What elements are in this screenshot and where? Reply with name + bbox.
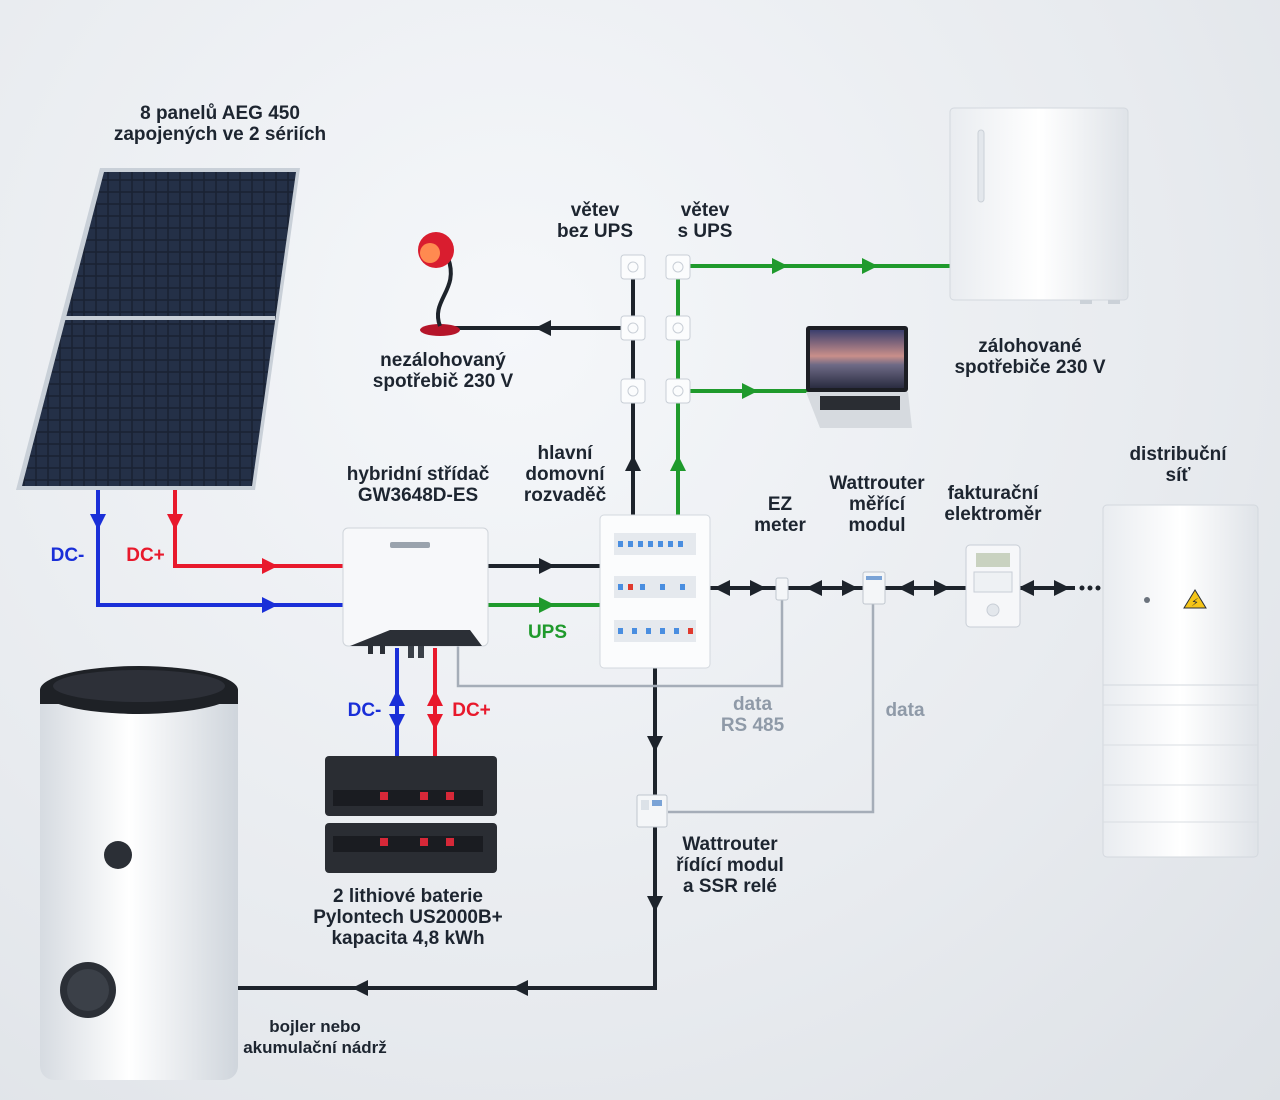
wattrouter-control-icon [636, 794, 668, 828]
grid-cabinet-icon: ⚡ [1102, 504, 1259, 858]
arrow-bat-plus-up [427, 690, 443, 706]
arrow-grid-6 [934, 580, 950, 596]
ac-cable-boiler [238, 668, 657, 990]
dot-1 [1079, 585, 1085, 591]
data-label: data [885, 700, 925, 721]
arrow-dc-minus [262, 597, 278, 613]
socket-icon [620, 254, 646, 280]
distribution-board-icon [599, 514, 711, 669]
ups-label: UPS [527, 622, 568, 643]
socket-icon [620, 315, 646, 341]
arrow-dc-minus-panel [90, 514, 106, 530]
dc-plus-top-label: DC+ [126, 545, 165, 566]
cables [96, 264, 1075, 990]
arrow-dc-plus [262, 558, 278, 574]
arrows [90, 258, 1101, 996]
wattrouter-meter-icon [862, 571, 886, 605]
arrow-boiler-1 [512, 980, 528, 996]
warning-icon [1183, 589, 1207, 609]
inverter-icon [342, 527, 489, 658]
sockets [620, 254, 691, 404]
arrow-fridge-2 [862, 258, 878, 274]
billing-meter-icon [965, 544, 1021, 628]
arrow-ac-inv [539, 558, 555, 574]
arrow-bat-minus-down [389, 714, 405, 730]
data-rs485-line [456, 596, 784, 688]
arrow-grid-2 [750, 580, 766, 596]
arrow-ups-inv [539, 597, 555, 613]
arrow-down-1 [647, 736, 663, 752]
arrow-grid-8 [1054, 580, 1070, 596]
socket-icon [665, 254, 691, 280]
dc-plus-bottom-label: DC+ [452, 700, 491, 721]
arrow-grid-3 [806, 580, 822, 596]
dot-2 [1087, 585, 1093, 591]
arrow-bat-plus-down [427, 714, 443, 730]
dc-minus-top-label: DC- [50, 545, 85, 566]
battery-icon [325, 756, 497, 873]
lamp-icon [418, 232, 460, 336]
arrow-up-no-ups [625, 455, 641, 471]
dc-plus-cable-panel [173, 488, 343, 568]
arrow-unbacked [535, 320, 551, 336]
arrow-grid-7 [1018, 580, 1034, 596]
socket-icon [620, 378, 646, 404]
svg-text:⚡: ⚡ [1191, 596, 1199, 609]
arrow-grid-1 [714, 580, 730, 596]
laptop-icon [806, 326, 912, 428]
arrow-boiler-2 [352, 980, 368, 996]
arrow-dc-plus-panel [167, 514, 183, 530]
socket-icon [665, 315, 691, 341]
arrow-up-ups [670, 455, 686, 471]
arrow-down-2 [647, 896, 663, 912]
arrow-laptop [742, 383, 758, 399]
dc-minus-bottom-label: DC- [347, 700, 382, 721]
fridge-icon [949, 107, 1129, 304]
arrow-grid-5 [898, 580, 914, 596]
arrow-grid-4 [842, 580, 858, 596]
data-line [668, 600, 875, 814]
dot-3 [1095, 585, 1101, 591]
ez-meter-icon [775, 577, 789, 601]
socket-icon [665, 378, 691, 404]
arrow-fridge-1 [772, 258, 788, 274]
solar-panel-icon [16, 168, 300, 490]
arrow-bat-minus-up [389, 690, 405, 706]
boiler-icon [40, 666, 238, 1080]
